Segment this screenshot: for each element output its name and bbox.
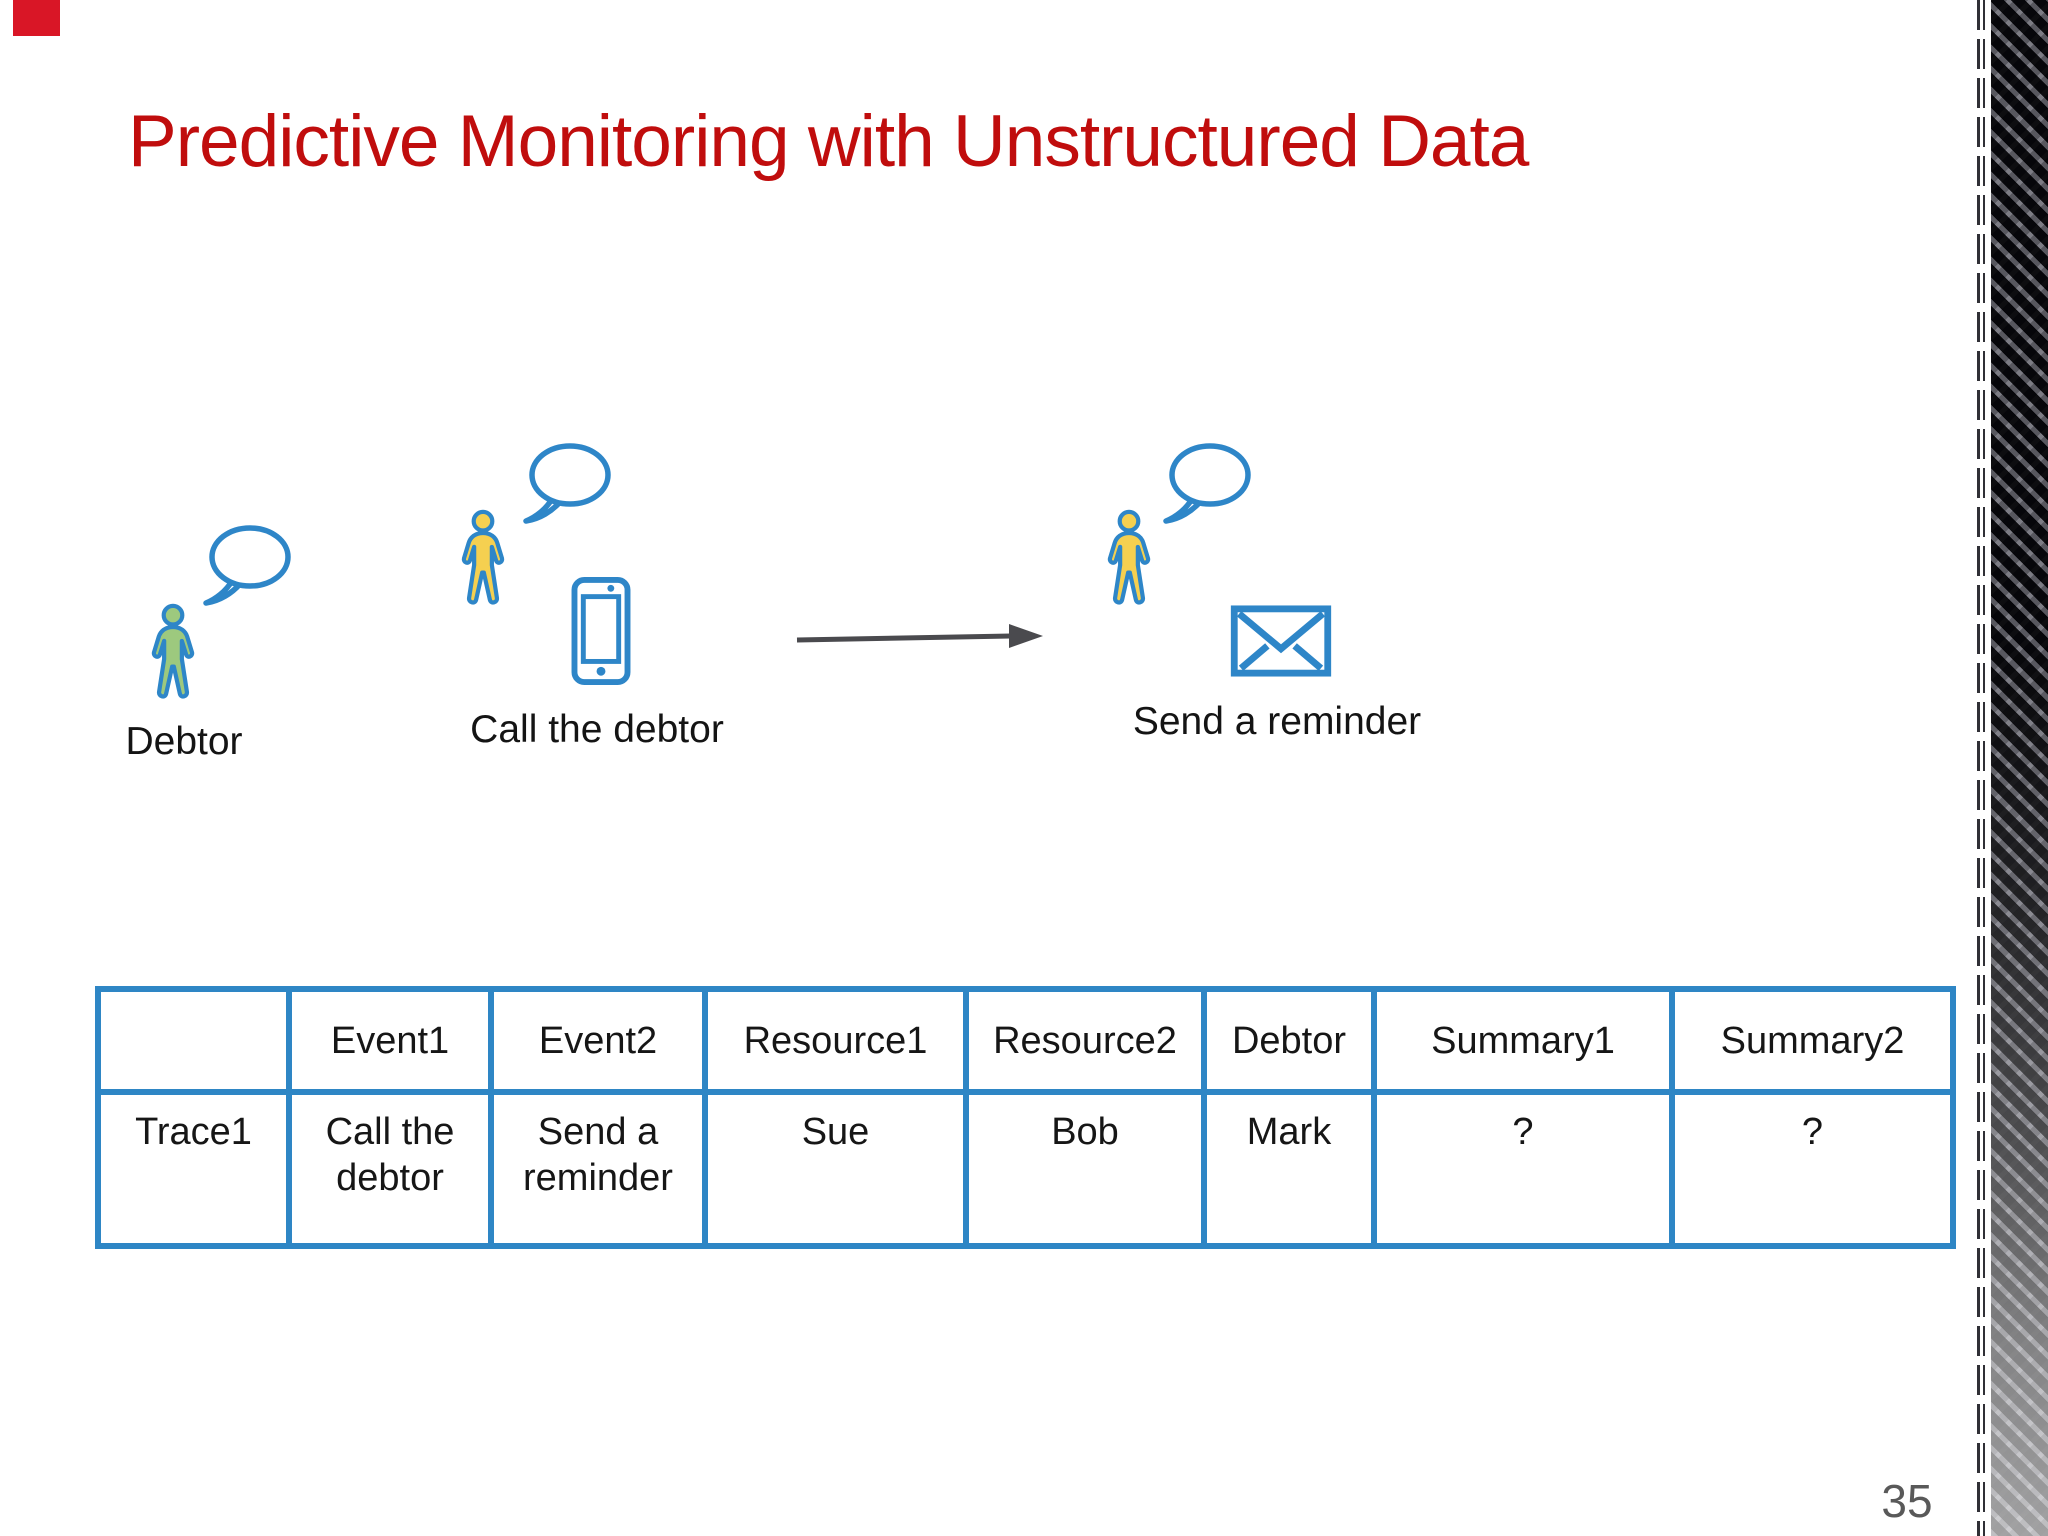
debtor-label: Debtor: [125, 720, 243, 763]
table-cell: Bob: [963, 1089, 1207, 1249]
page-title: Predictive Monitoring with Unstructured …: [128, 101, 1529, 182]
vertical-dashed-line: [1977, 0, 1980, 1536]
person-icon: [151, 603, 195, 699]
column-header: Resource2: [963, 986, 1207, 1095]
table-cell: Mark: [1201, 1089, 1377, 1249]
speech-bubble-icon: [203, 525, 291, 606]
speech-bubble-icon: [523, 443, 611, 524]
column-header: Event2: [488, 986, 708, 1095]
speech-bubble-icon: [1163, 443, 1251, 524]
column-header: Summary1: [1371, 986, 1675, 1095]
vertical-dashed-line: [1983, 0, 1985, 1536]
table-cell: Send a reminder: [488, 1089, 708, 1249]
column-header: [95, 986, 292, 1095]
table-cell: Sue: [702, 1089, 969, 1249]
flow-arrow-icon: [796, 624, 1043, 648]
red-corner-marker: [13, 0, 60, 36]
envelope-icon: [1230, 605, 1332, 677]
table-cell: ?: [1669, 1089, 1956, 1249]
table-cell: Trace1: [95, 1089, 292, 1249]
side-texture-strip: [1991, 0, 2048, 1536]
person-icon: [461, 509, 505, 605]
column-header: Summary2: [1669, 986, 1956, 1095]
send-activity-label: Send a reminder: [1132, 700, 1422, 743]
page-number: 35: [1881, 1475, 1933, 1527]
phone-icon: [571, 576, 631, 686]
table-cell: Call the debtor: [286, 1089, 494, 1249]
column-header: Debtor: [1201, 986, 1377, 1095]
column-header: Event1: [286, 986, 494, 1095]
column-header: Resource1: [702, 986, 969, 1095]
call-activity-label: Call the debtor: [470, 708, 724, 751]
table-cell: ?: [1371, 1089, 1675, 1249]
person-icon: [1107, 509, 1151, 605]
